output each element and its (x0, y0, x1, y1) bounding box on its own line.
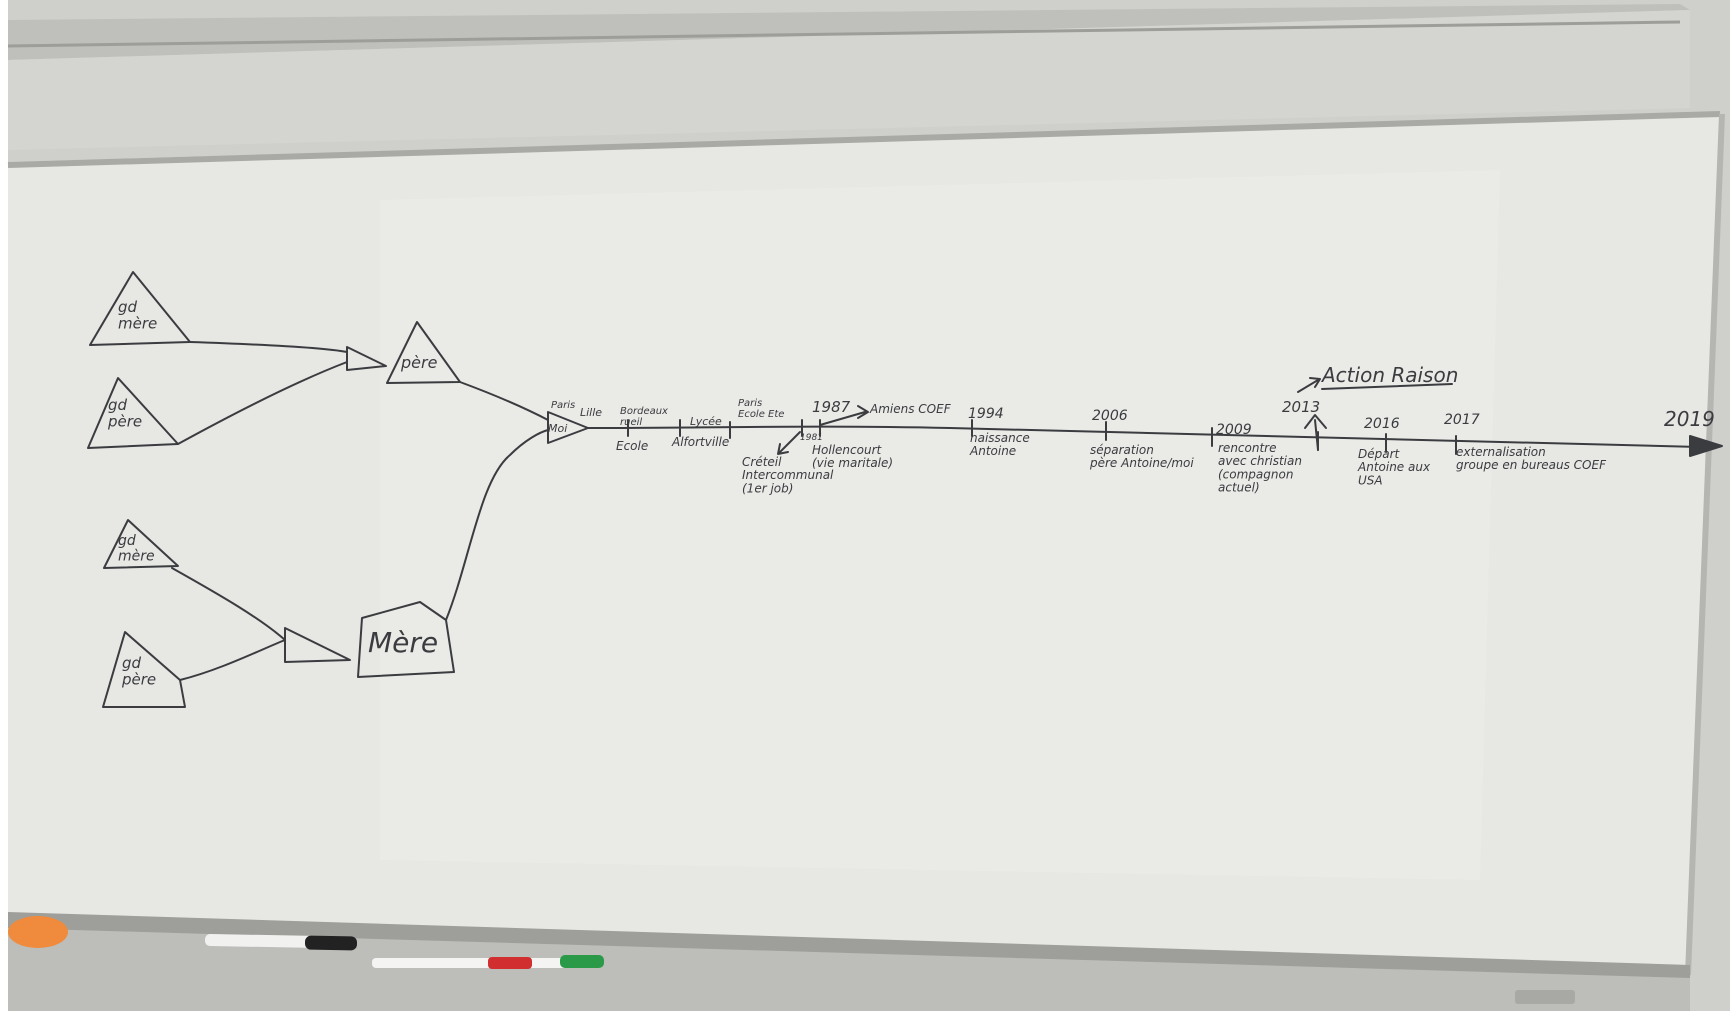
arrow-2013 (1304, 414, 1327, 451)
label-2017: 2017 (1444, 412, 1480, 428)
label-amiens: Amiens COEF (869, 402, 952, 416)
label-lille: Lille (580, 406, 602, 419)
pere-shape (386, 321, 461, 384)
label-alfortville: Alfortville (671, 435, 729, 449)
union-marker-maternal (284, 627, 351, 663)
gd-pere-maternal-shape (102, 631, 186, 708)
tray-clip (1515, 990, 1575, 1004)
label-1994: 1994 (968, 406, 1004, 422)
link-gdmere-union (171, 567, 286, 641)
gd-mere-paternal-shape (89, 271, 191, 346)
link-gdmere-pere (189, 341, 348, 353)
board-top-frame (7, 111, 1721, 168)
label-2016: 2016 (1364, 416, 1400, 432)
label-lycee: Lycée (690, 415, 722, 428)
label-2013: 2013 (1282, 398, 1320, 416)
timeline-axis (587, 425, 1701, 448)
right-white-margin (1730, 0, 1733, 1011)
marker-tray (8, 918, 1690, 1011)
label-paris1: Paris (551, 400, 575, 411)
gd-mere-maternal-shape (103, 519, 179, 569)
label-1981: 1981 (800, 433, 823, 443)
timeline-arrowhead (1689, 435, 1723, 457)
label-1987: 1987 (812, 398, 851, 416)
underline-action-raison (1321, 383, 1453, 390)
top-rail (8, 4, 1690, 60)
mere-label: Mère (368, 626, 438, 659)
arrow-1987-creteil (777, 431, 801, 455)
moi-label: Moi (548, 422, 567, 435)
moi-shape (547, 411, 589, 444)
marker-red-green[interactable] (372, 955, 604, 969)
upper-board-strip (8, 10, 1690, 150)
board-right-frame (1685, 113, 1725, 976)
mere-shape (357, 601, 455, 678)
pere-label: père (400, 353, 438, 372)
label-action-raison: Action Raison (1320, 363, 1458, 387)
eraser[interactable] (8, 916, 68, 948)
tray-lip (8, 912, 1690, 978)
arrow-1987-amiens (819, 405, 869, 426)
timeline-ticks (627, 419, 1457, 455)
upper-frame-line (7, 20, 1681, 48)
gd-pere-paternal-shape (87, 377, 179, 449)
link-mere-moi (445, 429, 549, 621)
union-marker-paternal (346, 346, 387, 371)
label-2019: 2019 (1664, 407, 1715, 431)
link-gdpere-union (179, 639, 286, 681)
label-2009: 2009 (1216, 422, 1252, 438)
marker-black[interactable] (204, 934, 358, 951)
board-highlight (380, 170, 1500, 880)
link-gdpere-pere (177, 361, 348, 445)
label-2006: 2006 (1092, 408, 1128, 424)
arrow-action-raison (1297, 377, 1321, 393)
left-white-margin (0, 0, 8, 1011)
label-hollencourt: Hollencourt(vie maritale) (812, 443, 893, 470)
link-pere-moi (459, 381, 549, 421)
label-ecole: Ecole (616, 439, 648, 453)
